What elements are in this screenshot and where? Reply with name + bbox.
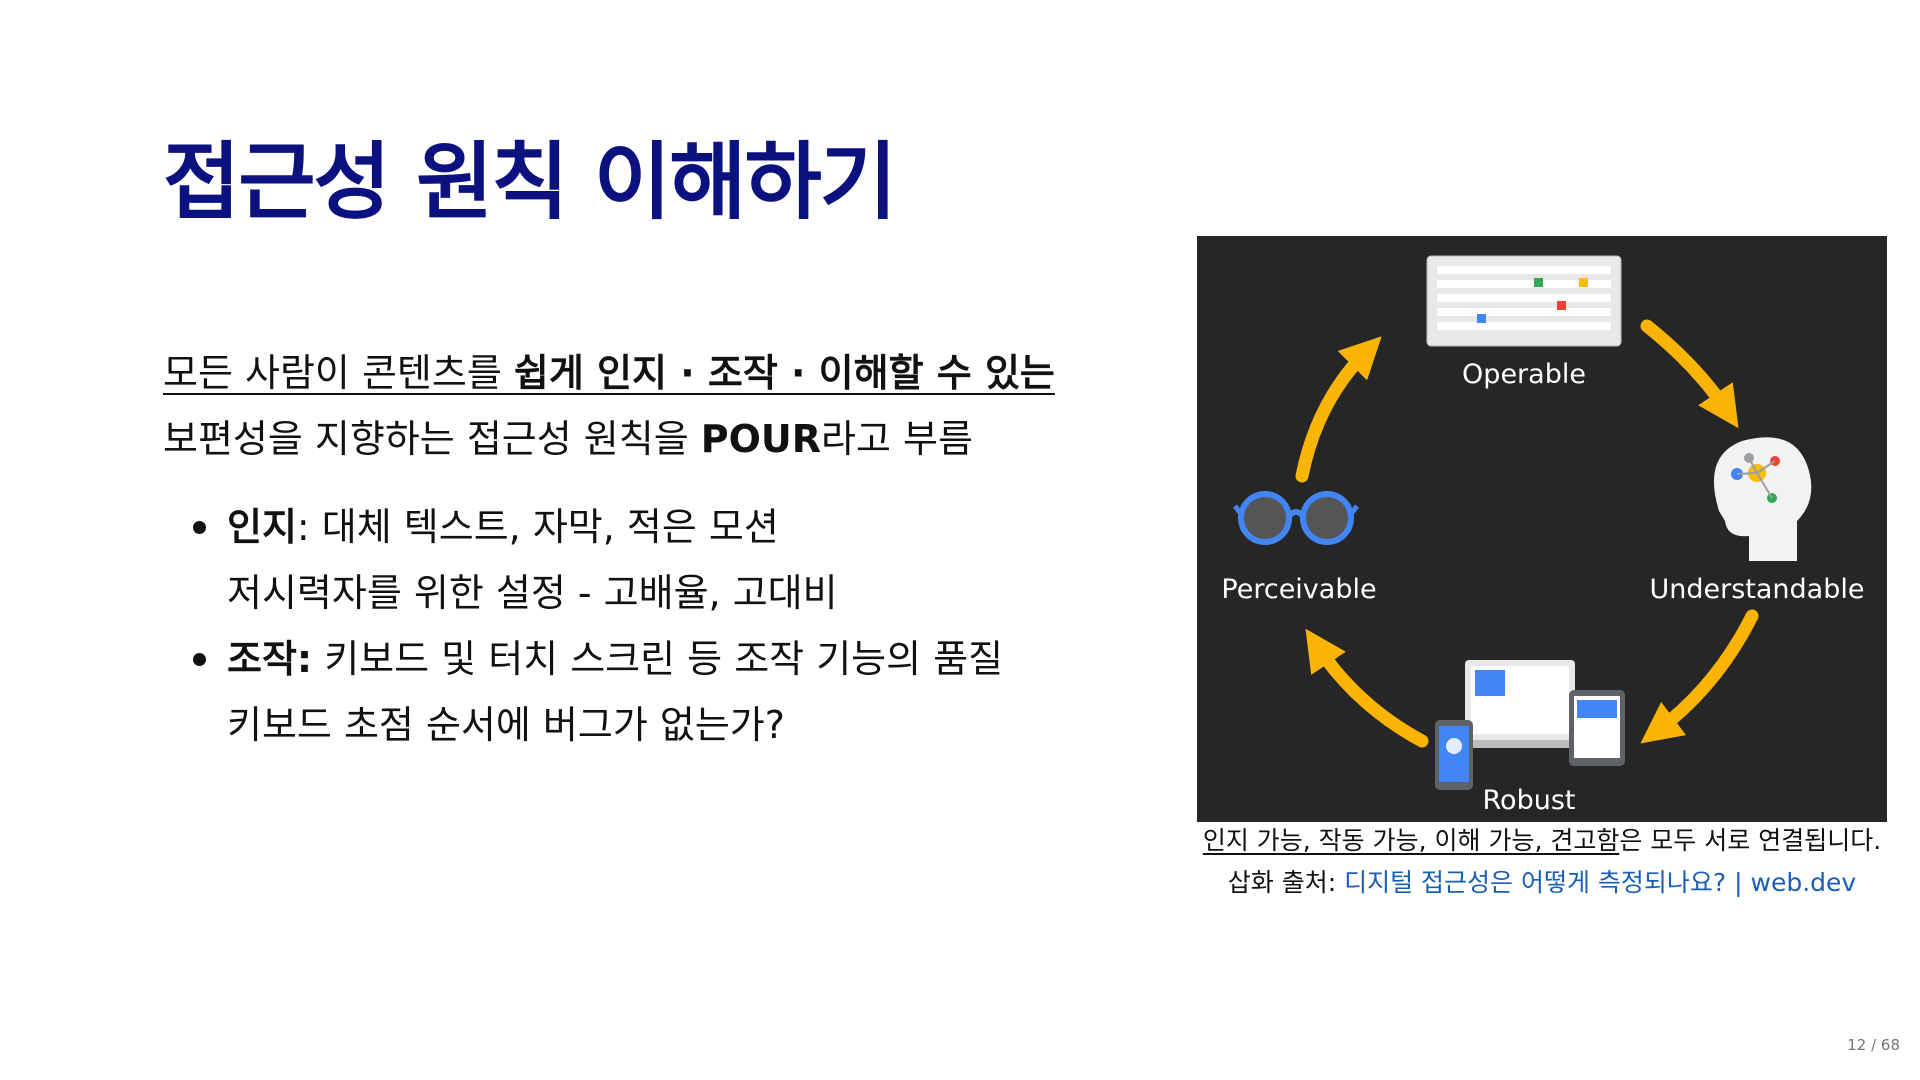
label-operable: Operable <box>1462 359 1586 390</box>
slide-title: 접근성 원칙 이해하기 <box>163 133 897 231</box>
list-item-operable: 조작: 키보드 및 터치 스크린 등 조작 기능의 품질 키보드 초점 순서에 … <box>193 626 1103 758</box>
glasses-icon <box>1233 491 1359 545</box>
caption-line-2: 삽화 출처: 디지털 접근성은 어떻게 측정되나요? | web.dev <box>1197 860 1887 906</box>
head-brain-icon <box>1713 437 1812 561</box>
intro-part2-plain: 보편성을 지향하는 접근성 원칙을 <box>163 417 701 461</box>
list-item-perceivable: 인지: 대체 텍스트, 자막, 적은 모션 저시력자를 위한 설정 - 고배율,… <box>193 494 1103 626</box>
intro-part2-end: 라고 부름 <box>821 417 973 461</box>
bullet-text: : 대체 텍스트, 자막, 적은 모션 <box>296 505 779 549</box>
caption-source-label: 삽화 출처: <box>1227 868 1345 897</box>
source-link[interactable]: 디지털 접근성은 어떻게 측정되나요? | web.dev <box>1344 868 1857 897</box>
bullet-term: 조작: <box>227 637 313 681</box>
bullet-term: 인지 <box>227 505 297 549</box>
label-perceivable: Perceivable <box>1221 574 1376 605</box>
bullet-dot <box>193 521 206 534</box>
slide-content: 모든 사람이 콘텐츠를 쉽게 인지 · 조작 · 이해할 수 있는 보편성을 지… <box>163 340 1103 758</box>
bullet-subtext: 키보드 초점 순서에 버그가 없는가? <box>227 703 785 747</box>
page-number: 12 / 68 <box>1847 1036 1900 1054</box>
bullet-dot <box>193 653 206 666</box>
intro-pour: POUR <box>700 417 822 461</box>
intro-text: 모든 사람이 콘텐츠를 쉽게 인지 · 조작 · 이해할 수 있는 보편성을 지… <box>163 340 1103 472</box>
bullet-subtext: 저시력자를 위한 설정 - 고배율, 고대비 <box>227 571 838 615</box>
pour-diagram: Operable Understandable Perceivable <box>1197 236 1887 822</box>
label-understandable: Understandable <box>1650 574 1865 605</box>
devices-icon <box>1435 660 1625 790</box>
keyboard-icon <box>1426 255 1622 347</box>
intro-part1-bold: 쉽게 인지 · 조작 · 이해할 수 있는 <box>513 351 1055 395</box>
principles-list: 인지: 대체 텍스트, 자막, 적은 모션 저시력자를 위한 설정 - 고배율,… <box>193 494 1103 758</box>
figure-caption: 인지 가능, 작동 가능, 이해 가능, 견고함은 모두 서로 연결됩니다. 삽… <box>1197 822 1887 906</box>
cycle-arrow-icon <box>1295 319 1759 748</box>
intro-part1-plain: 모든 사람이 콘텐츠를 <box>163 351 514 395</box>
bullet-text: 키보드 및 터치 스크린 등 조작 기능의 품질 <box>312 637 1004 681</box>
intro-underlined: 모든 사람이 콘텐츠를 쉽게 인지 · 조작 · 이해할 수 있는 <box>163 351 1055 395</box>
caption-line-1: 인지 가능, 작동 가능, 이해 가능, 견고함은 모두 서로 연결됩니다. <box>1197 822 1887 860</box>
caption-rest: 은 모두 서로 연결됩니다. <box>1619 826 1882 855</box>
caption-underlined: 인지 가능, 작동 가능, 이해 가능, 견고함 <box>1202 826 1620 855</box>
label-robust: Robust <box>1483 785 1576 816</box>
